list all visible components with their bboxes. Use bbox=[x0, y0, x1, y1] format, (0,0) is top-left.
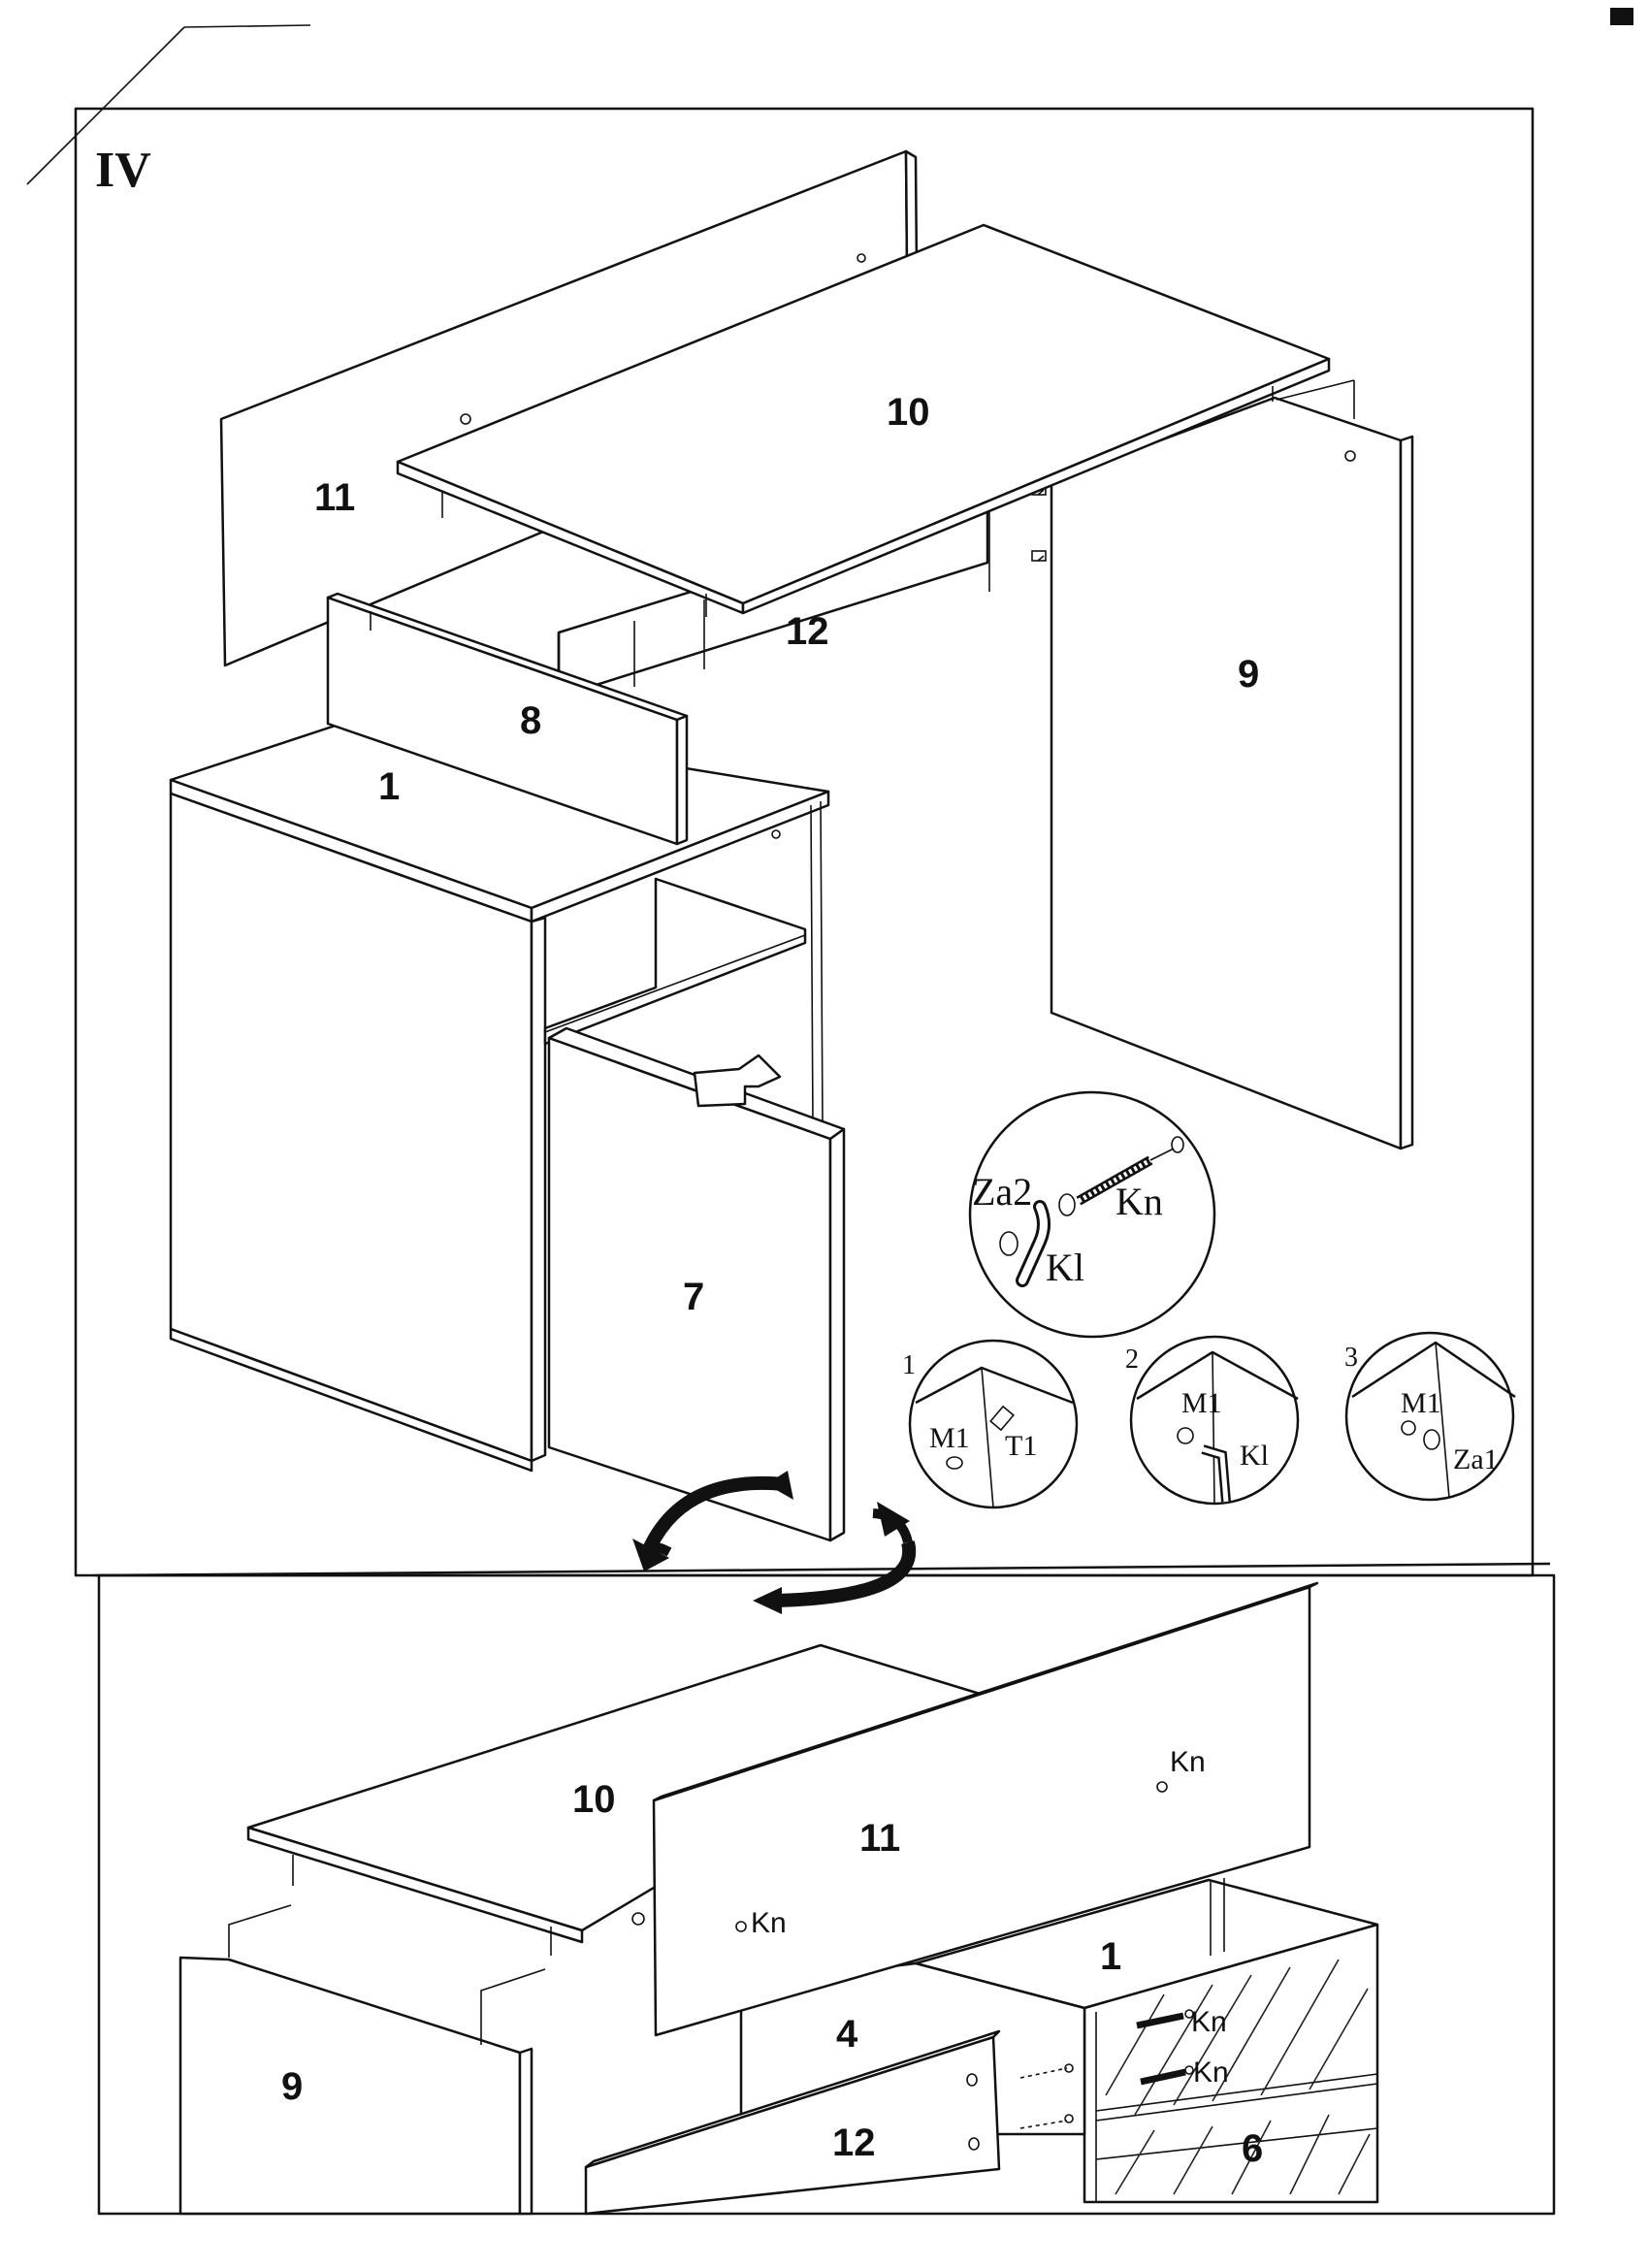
bottom-frame bbox=[97, 1573, 1556, 2216]
detail-1-t1: T1 bbox=[1005, 1430, 1037, 1462]
rotate-arrows-icon bbox=[632, 1471, 917, 1614]
hardware-detail-3: 3 M1 Za1 bbox=[1344, 1331, 1516, 1502]
glass-hatching bbox=[1105, 1959, 1371, 2195]
bottom-part-6: 6 bbox=[1242, 2127, 1263, 2170]
detail-3-m1: M1 bbox=[1401, 1387, 1441, 1419]
bottom-part-11: 11 bbox=[859, 1817, 900, 1860]
step-label: IV bbox=[95, 143, 151, 198]
detail-kl: Kl bbox=[1046, 1246, 1084, 1289]
detail-3-index: 3 bbox=[1344, 1343, 1358, 1373]
top-part-8: 8 bbox=[520, 699, 541, 742]
section-divider bbox=[94, 1562, 1551, 1577]
b-panel-1 bbox=[914, 1878, 1379, 2204]
bottom-kn-d: Kn bbox=[1193, 2057, 1229, 2089]
panel-10 bbox=[396, 223, 1355, 617]
bottom-kn-a: Kn bbox=[1170, 1746, 1206, 1778]
bottom-part-10: 10 bbox=[572, 1778, 616, 1821]
detail-kn: Kn bbox=[1116, 1180, 1163, 1223]
top-part-12: 12 bbox=[786, 610, 829, 653]
top-part-9: 9 bbox=[1238, 653, 1259, 696]
detail-2-index: 2 bbox=[1125, 1345, 1139, 1375]
bottom-kn-b: Kn bbox=[751, 1907, 787, 1939]
detail-3-za1: Za1 bbox=[1453, 1443, 1499, 1475]
detail-1-m1: M1 bbox=[929, 1422, 970, 1454]
insert-arrow-icon bbox=[693, 1053, 782, 1108]
detail-za2: Za2 bbox=[972, 1170, 1032, 1214]
bottom-part-4: 4 bbox=[836, 2013, 858, 2056]
b-panel-11 bbox=[652, 1581, 1319, 2037]
top-part-11: 11 bbox=[314, 476, 355, 519]
bottom-part-9: 9 bbox=[281, 2065, 303, 2108]
top-part-7: 7 bbox=[683, 1276, 704, 1318]
hardware-detail-1: 1 M1 T1 bbox=[902, 1339, 1079, 1509]
bottom-part-12: 12 bbox=[832, 2122, 876, 2164]
panel-9 bbox=[1050, 396, 1414, 1150]
bottom-kn-c: Kn bbox=[1191, 2006, 1227, 2038]
detail-2-kl: Kl bbox=[1240, 1440, 1269, 1472]
bottom-view: 10 11 1 9 4 12 6 Kn Kn Kn Kn bbox=[178, 1581, 1379, 2216]
hardware-detail-2: 2 M1 Kl bbox=[1125, 1335, 1300, 1506]
b-panel-9 bbox=[178, 1904, 546, 2216]
detail-1-index: 1 bbox=[902, 1350, 916, 1380]
hardware-detail-main: Za2 Kn Kl bbox=[968, 1090, 1216, 1339]
panel-8 bbox=[326, 592, 689, 846]
top-part-1: 1 bbox=[378, 765, 400, 808]
top-part-10: 10 bbox=[887, 391, 930, 434]
detail-2-m1: M1 bbox=[1181, 1387, 1222, 1419]
bottom-part-1: 1 bbox=[1100, 1935, 1121, 1978]
screw-icon bbox=[1058, 1136, 1184, 1216]
top-view: 10 11 12 9 8 1 7 Za2 Kn Kl bbox=[169, 149, 1516, 1614]
panel-1 bbox=[169, 714, 830, 1473]
scan-marks bbox=[26, 8, 1633, 185]
b-panel-12 bbox=[584, 2029, 1074, 2216]
